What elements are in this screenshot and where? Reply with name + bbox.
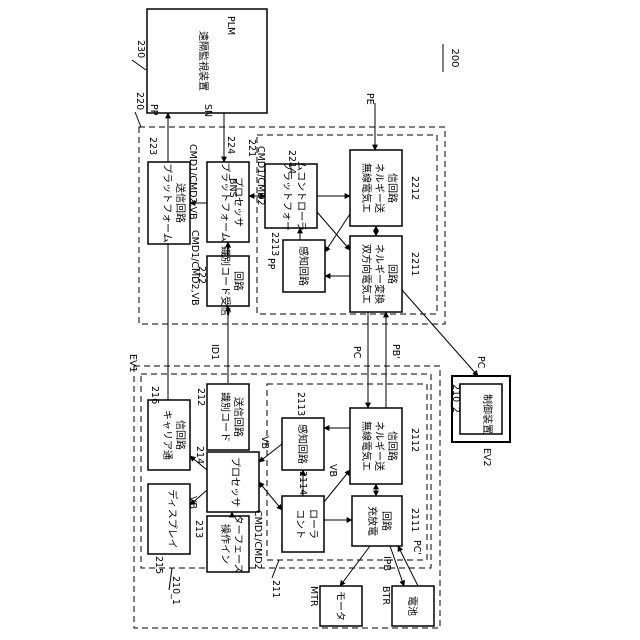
pb-link-label: PB' (390, 344, 401, 359)
platform-processor-ref: 224 (225, 136, 236, 154)
ev1-sense-ref: 2113 (295, 392, 306, 416)
battery-ref: BTR (380, 586, 391, 605)
ev1-sub-ref: 211 (270, 580, 281, 598)
motor-label: モータ (334, 591, 346, 621)
remote-monitor-ref: 230 (135, 40, 146, 58)
carrier-comm-label-b: 信回路 (174, 420, 187, 450)
ev1-wireless-label-c: 信回路 (386, 431, 399, 461)
platform-bidir-label-c: 回路 (386, 264, 399, 284)
ev1-ref: EV1 (127, 354, 138, 373)
platform-sense-label: 感知回路 (297, 246, 310, 286)
operating-interface-label-b: ターフェース (232, 515, 244, 574)
platform-tx-sig: CMD1/CMD2,VB (187, 144, 198, 220)
idcode-rx-label-b: 回路 (232, 271, 245, 291)
idcode-rx-label-a: 識別コード受信 (219, 246, 232, 316)
charge-discharge-ref: 2111 (409, 508, 420, 532)
display-label: ディスプレイ (166, 489, 179, 548)
ev1-wireless-label-a: 無線電気エ (360, 421, 373, 471)
leader-220 (135, 112, 141, 127)
operating-interface-ref: 213 (193, 520, 204, 538)
platform-controller-sig: CMD1/CMD2 (255, 146, 266, 206)
carrier-comm-ref: 216 (149, 386, 160, 404)
platform-bidir-ref: 2211 (409, 252, 420, 276)
ev1-controller-label-b: ローラ (307, 509, 319, 539)
platform-wireless-label-b: ネルギー送 (373, 163, 386, 213)
ev1-unit-ref: 210_1 (170, 576, 181, 605)
platform-wireless-ref: 2212 (409, 176, 420, 200)
ev2-unit-ref: 210_2 (450, 384, 461, 413)
battery-label: 電池 (406, 596, 419, 616)
ev1-sense-label: 感知回路 (296, 424, 309, 464)
platform-sense-pp: PP (265, 258, 276, 270)
ev1-processor-vb: VB (259, 436, 270, 449)
ev1-wireless-label-b: ネルギー送 (373, 421, 386, 471)
leader-230 (132, 60, 146, 70)
platform-bidir-label-a: 双方向電気エ (360, 244, 373, 304)
ev1-controller-label-a: コント (294, 509, 305, 539)
ev2-inner-box (460, 384, 502, 434)
platform-tx-label-a: プラットフォーム (161, 163, 173, 243)
idcode-rx-sig: CMD1/CMD2,VB (189, 230, 200, 306)
motor-ref: MTR (308, 586, 319, 607)
sn-label: SN (202, 104, 213, 117)
idcode-tx-ref: 212 (195, 388, 206, 406)
pe-label: PE (364, 93, 375, 105)
idcode-tx-label-a: 識別コード (219, 392, 232, 442)
remote-monitor-label: 遠隔監視装置 (197, 31, 210, 91)
ev1-ctrl-sig: CMD1/CMD2 (252, 510, 263, 570)
platform-controller-ref: 2214 (286, 150, 297, 174)
display-ref: 215 (153, 556, 164, 574)
platform-tx-ref: 223 (147, 137, 158, 155)
carrier-comm-label-a: キャリア通 (161, 410, 173, 460)
proc-to-ev1-ctrl (259, 482, 282, 510)
platform-sense-ref: 2213 (269, 232, 280, 256)
charge-discharge-label-a: 充放電 (366, 506, 379, 536)
idcode-tx-label-b: 送信回路 (232, 397, 245, 437)
platform-wireless-label-a: 無線電気エ (360, 163, 373, 213)
ev2-pc-label: PC (475, 356, 486, 369)
figure-number: 200 (449, 48, 460, 67)
platform-tx-label-b: 送信回路 (174, 183, 187, 223)
ev2-ref: EV2 (481, 448, 492, 467)
ev1-wireless-ref: 2112 (409, 428, 420, 452)
operating-interface-label-a: 操作イン (219, 524, 232, 564)
platform-ref: 220 (134, 92, 145, 110)
charge-ipb-label: IPB (381, 556, 392, 571)
charge-discharge-label-b: 回路 (380, 511, 393, 531)
charge-to-motor (340, 546, 370, 586)
id1-label: ID1 (209, 344, 220, 360)
bns-label: BNS (227, 178, 238, 198)
platform-processor-label-a: プラットフォーム (219, 162, 231, 242)
plm-label: PLM (225, 16, 236, 35)
pp-label: PP (148, 104, 159, 116)
ev2-label: 制御装置 (481, 394, 494, 434)
platform-wireless-label-c: 信回路 (386, 173, 399, 203)
ev1-processor-label: プロセッサ (229, 457, 241, 507)
ev1-sense-vb: VB (327, 464, 338, 477)
platform-bidir-label-b: ネルギー変換 (373, 244, 386, 304)
charge-pc-label: PC' (411, 540, 422, 555)
bidir-to-ev2 (402, 290, 478, 376)
leader-211 (272, 560, 279, 578)
pc-link-label: PC (351, 346, 362, 359)
ev1-processor-ref: 214 (194, 446, 205, 464)
